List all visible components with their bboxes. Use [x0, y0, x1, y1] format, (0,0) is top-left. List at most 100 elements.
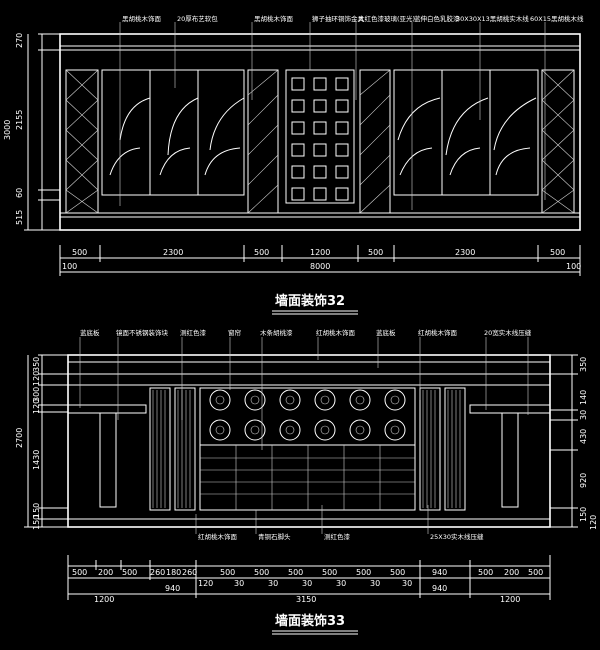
dim-32-b4: 1200 — [310, 248, 330, 257]
ornament-grid — [291, 77, 349, 201]
right-dims-33: 350 140 30 430 920 150 120 — [550, 354, 598, 530]
fabric-panel-right — [393, 69, 539, 196]
dim-33-r5: 920 — [579, 473, 588, 488]
note-33-b2: 青铜石脚头 — [258, 532, 291, 541]
dim-32-515: 515 — [15, 210, 24, 225]
dim-33-b7: 120 — [198, 579, 213, 588]
dim-33-b3: 500 — [122, 568, 137, 577]
drawer-grid — [200, 445, 415, 510]
dim-33-b1: 500 — [72, 568, 87, 577]
dim-33-r2: 140 — [579, 390, 588, 405]
note-33-t3: 测红色漆 — [180, 328, 207, 337]
dim-32-total: 8000 — [310, 262, 330, 271]
dim-33-d5: 1200 — [500, 595, 520, 604]
dim-33-b8: 500 — [220, 568, 235, 577]
dim-33-b14: 940 — [432, 568, 447, 577]
note-33-t2: 镜面不锈钢装饰块 — [116, 328, 169, 337]
note-33-t8: 红胡桃木饰面 — [418, 328, 458, 337]
dim-33-l2: 120 — [32, 371, 41, 386]
dim-33-b11: 500 — [322, 568, 337, 577]
dim-32-270: 270 — [15, 33, 24, 48]
left-pilaster-hatch — [65, 69, 99, 214]
leader-lines-33 — [79, 337, 529, 534]
rosettes — [209, 389, 406, 441]
note-32-3: 黑胡桃木饰面 — [254, 14, 294, 23]
bottom-dims-32: 500 2300 500 1200 500 2300 500 100 100 8… — [59, 245, 581, 276]
note-33-t5: 木条胡桃漆 — [260, 328, 293, 337]
rosette-cabinet — [199, 387, 416, 511]
dim-32-b1: 500 — [72, 248, 87, 257]
note-33-t4: 窗帘 — [228, 328, 242, 337]
note-32-6: 蓝伸白色乳胶漆 — [414, 14, 460, 23]
striped-panel-left — [149, 387, 171, 511]
dim-32-s1: 100 — [62, 262, 77, 271]
note-33-b3: 测红色漆 — [324, 532, 351, 541]
dim-33-d3: 3150 — [296, 595, 316, 604]
dim-33-c5: 30 — [370, 579, 380, 588]
elevation-32: 黑胡桃木饰面 20厚布艺软包 黑胡桃木饰面 狮子抽环铜饰金具 大红色漆玻璃(亚光… — [3, 14, 584, 315]
inner-pilaster-right — [359, 69, 391, 214]
dim-33-c3: 30 — [302, 579, 312, 588]
dim-33-b6: 260 — [182, 568, 197, 577]
dim-33-b16: 200 — [504, 568, 519, 577]
dim-33-b9: 500 — [254, 568, 269, 577]
dim-32-60: 60 — [15, 188, 24, 198]
note-33-b1: 红胡桃木饰面 — [198, 532, 238, 541]
note-32-5: 大红色漆玻璃(亚光) — [358, 14, 415, 23]
note-32-7: 30X30X13黑胡桃实木线 — [456, 14, 529, 23]
dim-33-r7: 120 — [589, 515, 598, 530]
note-33-t7: 蓝底板 — [376, 328, 396, 337]
dim-33-b17: 500 — [528, 568, 543, 577]
fabric-panel-left — [101, 69, 245, 196]
fabric-pattern-left — [119, 97, 245, 156]
dim-33-l5: 2700 — [15, 428, 24, 448]
left-dims-32: 270 2155 3000 60 515 — [3, 33, 60, 231]
dim-33-b2: 200 — [98, 568, 113, 577]
dim-33-r4: 430 — [579, 429, 588, 444]
note-33-t9: 20宽实木线压缝 — [484, 328, 532, 337]
striped-panel-right-2 — [444, 387, 466, 511]
dim-32-b2: 2300 — [163, 248, 183, 257]
dim-33-d4: 940 — [432, 584, 447, 593]
note-32-8: 60X15黑胡桃木线 — [530, 14, 584, 23]
fabric-pattern-right — [397, 97, 537, 156]
dim-33-l4: 120 — [32, 399, 41, 414]
title-32: 墙面装饰32 — [275, 293, 345, 309]
note-32-4: 狮子抽环铜饰金具 — [312, 14, 365, 23]
right-pilaster-hatch — [541, 69, 575, 214]
inner-pilaster-left — [247, 69, 279, 214]
dim-33-c2: 30 — [268, 579, 278, 588]
dim-33-d1: 1200 — [94, 595, 114, 604]
dim-32-b6: 2300 — [455, 248, 475, 257]
note-33-b4: 25X30实木线压缝 — [430, 532, 484, 541]
striped-panel-left-2 — [174, 387, 196, 511]
dim-33-l8: 150 — [32, 515, 41, 530]
title-33: 墙面装饰33 — [275, 613, 345, 629]
left-dims-33: 350 120 300 120 2700 1430 150 150 — [15, 354, 68, 530]
dim-33-b15: 500 — [478, 568, 493, 577]
note-33-t6: 红胡桃木饰面 — [316, 328, 356, 337]
dim-33-c4: 30 — [336, 579, 346, 588]
notes-bottom-33: 红胡桃木饰面 青铜石脚头 测红色漆 25X30实木线压缝 — [198, 532, 484, 541]
dim-33-r6: 150 — [579, 507, 588, 522]
dim-33-d2: 940 — [165, 584, 180, 593]
dim-33-b5: 180 — [166, 568, 181, 577]
dim-33-b4: 260 — [150, 568, 165, 577]
shelf-right — [469, 404, 551, 414]
dim-33-r1: 350 — [579, 357, 588, 372]
elevation-32-outline — [59, 33, 581, 231]
note-33-t1: 蓝底板 — [80, 328, 100, 337]
dim-33-l1: 350 — [32, 357, 41, 372]
dim-33-r3: 30 — [579, 410, 588, 420]
elevation-33: 蓝底板 镜面不锈钢装饰块 测红色漆 窗帘 木条胡桃漆 红胡桃木饰面 蓝底板 红胡… — [15, 328, 598, 635]
dim-33-l3: 300 — [32, 387, 41, 402]
note-32-2: 20厚布艺软包 — [177, 14, 218, 23]
dim-32-s2: 100 — [566, 262, 581, 271]
striped-panel-right — [419, 387, 441, 511]
door-right — [501, 412, 519, 508]
dim-33-c6: 30 — [402, 579, 412, 588]
notes-32: 黑胡桃木饰面 20厚布艺软包 黑胡桃木饰面 狮子抽环铜饰金具 大红色漆玻璃(亚光… — [122, 14, 584, 23]
bottom-dims-33: 500 200 500 260 180 260 120 500 500 500 … — [67, 555, 551, 604]
